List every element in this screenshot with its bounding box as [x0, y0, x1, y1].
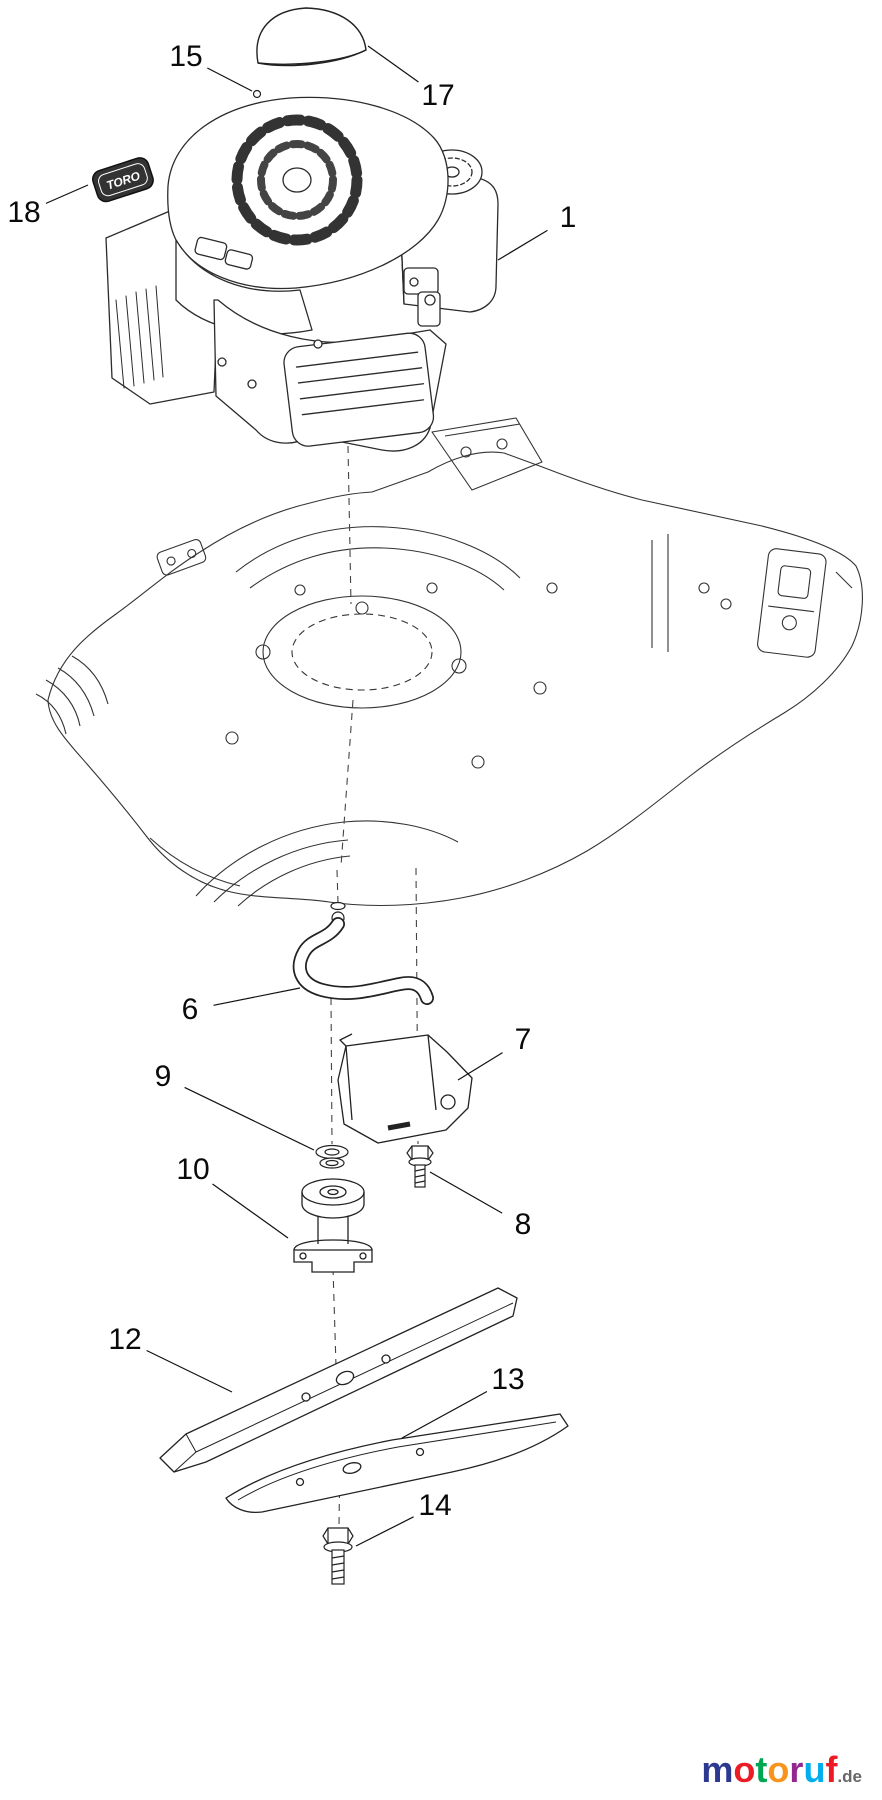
part-14-bolt	[322, 1527, 354, 1585]
construction-lines	[330, 445, 419, 1527]
callout-14: 14	[418, 1489, 452, 1522]
part-13-accelerator	[225, 1413, 569, 1514]
brand-letter: m	[701, 1749, 734, 1790]
callout-13: 13	[491, 1363, 525, 1396]
callout-7: 7	[514, 1023, 532, 1056]
callout-12: 12	[108, 1323, 142, 1356]
part-6-wire-bracket	[292, 901, 434, 1005]
part-17-air-cleaner-cover	[256, 7, 367, 67]
brand-letter: r	[789, 1749, 804, 1790]
callout-17: 17	[421, 79, 455, 112]
part-10-blade-driver	[293, 1178, 373, 1273]
brand-letter: o	[733, 1749, 756, 1790]
callout-18: 18	[7, 196, 41, 229]
brand-letter: t	[755, 1749, 768, 1790]
brand-letter: f	[825, 1749, 838, 1790]
brand-letter: o	[767, 1749, 790, 1790]
part-9-washer	[315, 1144, 349, 1169]
part-12-blade	[159, 1287, 518, 1473]
callout-9: 9	[154, 1060, 172, 1093]
part-8-bolt	[406, 1145, 434, 1188]
brand-letter: u	[803, 1749, 826, 1790]
callout-15: 15	[169, 40, 203, 73]
part-7-bracket	[337, 1033, 473, 1144]
part-18-toro-label: TORO	[92, 157, 154, 203]
callout-8: 8	[514, 1208, 532, 1241]
callout-10: 10	[176, 1153, 210, 1186]
watermark-logo[interactable]: motoruf.de	[701, 1752, 862, 1788]
part-15-screw	[252, 89, 262, 99]
part-1-engine	[105, 96, 499, 452]
brand-tld: .de	[837, 1767, 862, 1786]
callout-1: 1	[559, 201, 577, 234]
brand-wordmark: motoruf	[701, 1749, 837, 1790]
deck-housing	[35, 417, 863, 907]
callout-6: 6	[181, 993, 199, 1026]
